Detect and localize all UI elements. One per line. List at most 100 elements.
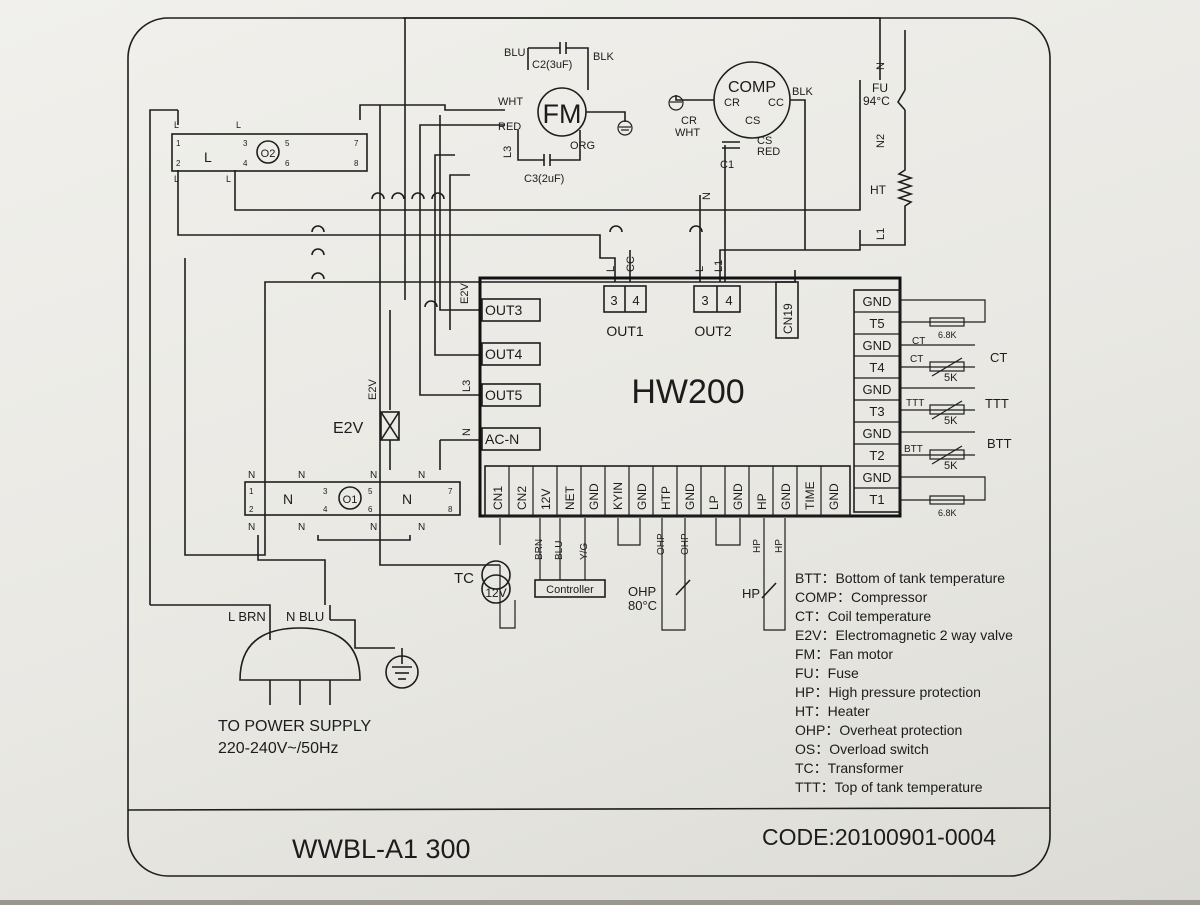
fan-wire-red: RED [498, 121, 521, 133]
compressor-wire-red: RED [757, 146, 780, 158]
out5-wire-label: L3 [461, 380, 473, 392]
sensor-pin-8: GND [863, 470, 892, 485]
bottom-pin-net: NET [563, 485, 577, 510]
relay-lower-side-1: N [248, 470, 255, 481]
fan-motor: FM C2(3uF) BLU BLK WHT RED ORG L3 C3(2uF… [498, 42, 633, 185]
relay-lower-pin-2: 2 [249, 505, 254, 514]
relay-upper-coil [256, 140, 280, 164]
fuse-temp: 94°C [863, 94, 890, 108]
relay-lower-label-right: N [402, 491, 412, 507]
hp-wire-b: HP [774, 539, 785, 553]
transformer: TC 12V [454, 560, 511, 604]
legend-item-2: CT：Coil temperature [795, 608, 931, 624]
out2-wire-a: L [694, 266, 706, 272]
bottom-pin-gnd-3: GND [683, 483, 697, 510]
relay-lower-side-3: N [370, 470, 377, 481]
power-supply-line2: 220-240V~/50Hz [218, 740, 339, 757]
relay-lower-pin-1: 1 [249, 487, 254, 496]
t4-tag: CT [910, 354, 923, 365]
relay-upper: L O2 1 2 3 4 5 6 7 8 L L L L [171, 120, 368, 184]
external-controller: BRN BLU Y/G Controller [534, 539, 606, 598]
transformer-coil-top [481, 560, 511, 590]
out1-wire-b: CC [625, 256, 637, 272]
sensor-pin-1: T5 [869, 316, 884, 331]
t5-resistor-value: 6.8K [938, 330, 957, 340]
cn19-label: CN19 [781, 303, 795, 334]
sensor-terminal-block [853, 289, 901, 513]
legend-item-11: TTT：Top of tank temperature [795, 779, 983, 795]
t3-output-label: TTT [985, 396, 1009, 411]
acn-wire-label: N [461, 428, 473, 436]
model-number: WWBL-A1 300 [292, 834, 471, 864]
hp-wire-a: HP [752, 539, 763, 553]
legend-item-8: OHP：Overheat protection [795, 722, 962, 738]
valve-symbol [380, 411, 400, 441]
relay-upper-pin-1: 1 [176, 139, 181, 148]
out2-label: OUT2 [694, 323, 732, 339]
relay-upper-pin-7: 7 [354, 139, 359, 148]
fan-cap-top-label: C2(3uF) [532, 59, 572, 71]
transformer-voltage: 12V [485, 586, 506, 600]
heater-wire-l1: L1 [875, 228, 887, 240]
valve-e2v: E2V E2V [333, 379, 400, 441]
bottom-pin-time: TIME [803, 481, 817, 510]
out3-connector [481, 298, 541, 322]
relay-upper-pin-8: 8 [354, 159, 359, 168]
heater-coil [896, 160, 914, 216]
bottom-pin-gnd-6: GND [827, 483, 841, 510]
legend-item-3: E2V：Electromagnetic 2 way valve [795, 627, 1013, 643]
relay-lower-pin-7: 7 [448, 487, 453, 496]
relay-upper-side-3: L [174, 174, 179, 184]
diagram-code: CODE:20100901-0004 [762, 824, 996, 850]
overheat-protection: OHP OHP OHP 80°C [628, 533, 691, 613]
fan-ground-icon [617, 120, 633, 136]
power-plug [239, 627, 361, 681]
out4-connector [481, 342, 541, 366]
bottom-pin-12v: 12V [539, 489, 553, 510]
controller-box [534, 579, 606, 598]
fan-motor-label: FM [543, 99, 582, 129]
compressor-terminal-cr: CR [724, 97, 740, 109]
out1-pin-a: 3 [610, 293, 617, 308]
controller-wire-blu: BLU [554, 541, 565, 560]
valve-wire-label: E2V [367, 379, 379, 400]
fan-wire-wht: WHT [498, 96, 523, 108]
power-l-label: L BRN [228, 609, 266, 624]
high-pressure-protection: HP HP HP [742, 539, 785, 601]
legend-item-1: COMP：Compressor [795, 589, 928, 605]
sensor-elements: 6.8K CT CT 5K CT TTT 5K TTT BTT 5K BTT 6… [904, 317, 1012, 518]
relay-upper-name: O2 [261, 148, 276, 160]
out1-label: OUT1 [606, 323, 644, 339]
relay-lower-side-4: N [418, 470, 425, 481]
legend-item-7: HT：Heater [795, 703, 870, 719]
heater-label: HT [870, 183, 887, 197]
bottom-pin-block [484, 465, 851, 517]
relay-lower: N O1 N 1 2 3 4 5 6 7 8 N N N N N N N N [244, 470, 461, 533]
sensor-pin-2: GND [863, 338, 892, 353]
relay-upper-pin-4: 4 [243, 159, 248, 168]
footer-divider [127, 807, 1051, 811]
bottom-pin-gnd-1: GND [587, 483, 601, 510]
relay-upper-side-4: L [226, 174, 231, 184]
out3-label: OUT3 [485, 302, 523, 318]
controller-wire-yg: Y/G [579, 543, 590, 560]
relay-lower-body [244, 481, 461, 516]
compressor-cap-label: C1 [720, 159, 734, 171]
fan-cap-bottom-label: C3(2uF) [524, 173, 564, 185]
compressor: COMP CR CC CS BLK CR WHT CS RED C1 N [668, 61, 813, 250]
ohp-wire-a: OHP [656, 533, 667, 555]
sensor-terminals: GND T5 GND T4 GND T3 GND T2 GND T1 [853, 289, 901, 513]
acn-label: AC-N [485, 431, 519, 447]
out2-wire-b: L1 [713, 260, 725, 272]
fan-wire-l3: L3 [502, 146, 514, 158]
relay-lower-name: O1 [343, 494, 358, 506]
bottom-pin-lp: LP [707, 495, 721, 510]
relay-lower-pin-3: 3 [323, 487, 328, 496]
bottom-pin-gnd-2: GND [635, 483, 649, 510]
acn-connector [481, 427, 541, 451]
t2-tag: BTT [904, 444, 923, 455]
legend-item-10: TC：Transformer [795, 760, 904, 776]
power-supply-line1: TO POWER SUPPLY [218, 718, 372, 735]
t4-output-label: CT [990, 350, 1007, 365]
